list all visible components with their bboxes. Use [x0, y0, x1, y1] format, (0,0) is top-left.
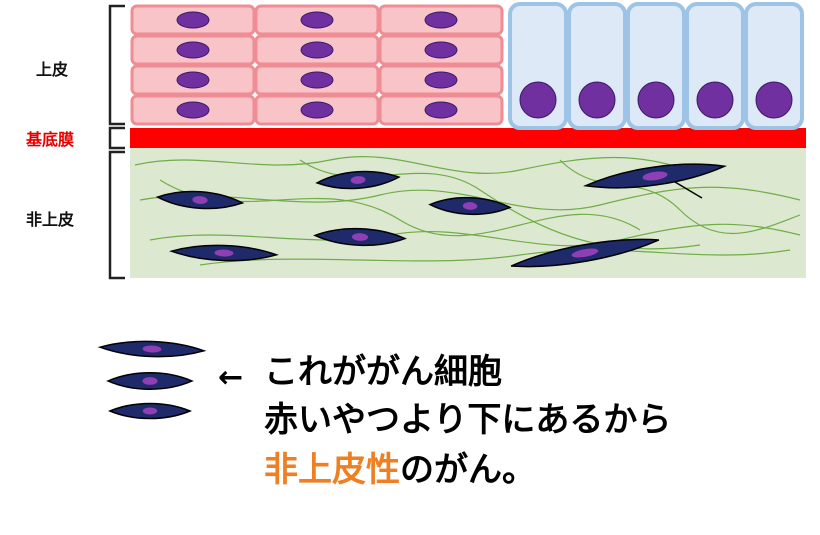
bracket-epithelium [108, 4, 125, 126]
cancer-cells [155, 163, 728, 268]
cell-nucleus [176, 101, 210, 119]
bracket-basement-membrane [108, 126, 125, 150]
cell-nucleus [300, 11, 334, 29]
caption-line-2: 赤いやつより下にあるから [264, 400, 672, 440]
cancer-cell [108, 402, 192, 420]
cancer-cell [313, 228, 407, 246]
cell-process [674, 181, 703, 199]
left-arrow-icon: ← [218, 360, 244, 395]
label-epithelium: 上皮 [36, 60, 69, 79]
bracket-non-epithelium [108, 150, 125, 280]
cell-nucleus [637, 81, 675, 119]
cell-nucleus [519, 81, 557, 119]
cancer-cell [510, 238, 660, 268]
cell-nucleus [696, 81, 734, 119]
epithelial-cells [130, 2, 804, 130]
cell-nucleus [755, 81, 793, 119]
cell-nucleus [300, 101, 334, 119]
cell-nucleus [176, 11, 210, 29]
cell-nucleus [176, 71, 210, 89]
cell-nucleus [424, 41, 458, 59]
cell-nucleus [176, 41, 210, 59]
caption-line-3: 非上皮性のがん。 [264, 448, 536, 492]
caption-rest: のがん。 [400, 450, 536, 490]
cell-nucleus [424, 101, 458, 119]
cell-nucleus [578, 81, 616, 119]
cancer-cell [315, 170, 401, 190]
cell-nucleus [300, 41, 334, 59]
cell-nucleus [424, 71, 458, 89]
cell-nucleus [300, 71, 334, 89]
cell-nucleus [424, 11, 458, 29]
cancer-cell [106, 372, 194, 390]
basement-membrane [130, 128, 806, 148]
cancer-cell [169, 244, 279, 262]
cancer-cell [582, 163, 728, 189]
caption-line-1: これががん細胞 [264, 352, 502, 392]
cancer-cell [428, 197, 512, 215]
label-basement-membrane: 基底膜 [26, 130, 75, 149]
brackets [108, 4, 125, 280]
cancer-cell [97, 340, 207, 358]
label-non-epithelium: 非上皮 [26, 210, 75, 229]
caption-highlight: 非上皮性 [264, 450, 400, 490]
cancer-cell [155, 190, 245, 210]
legend-cancer-cells [97, 340, 207, 420]
